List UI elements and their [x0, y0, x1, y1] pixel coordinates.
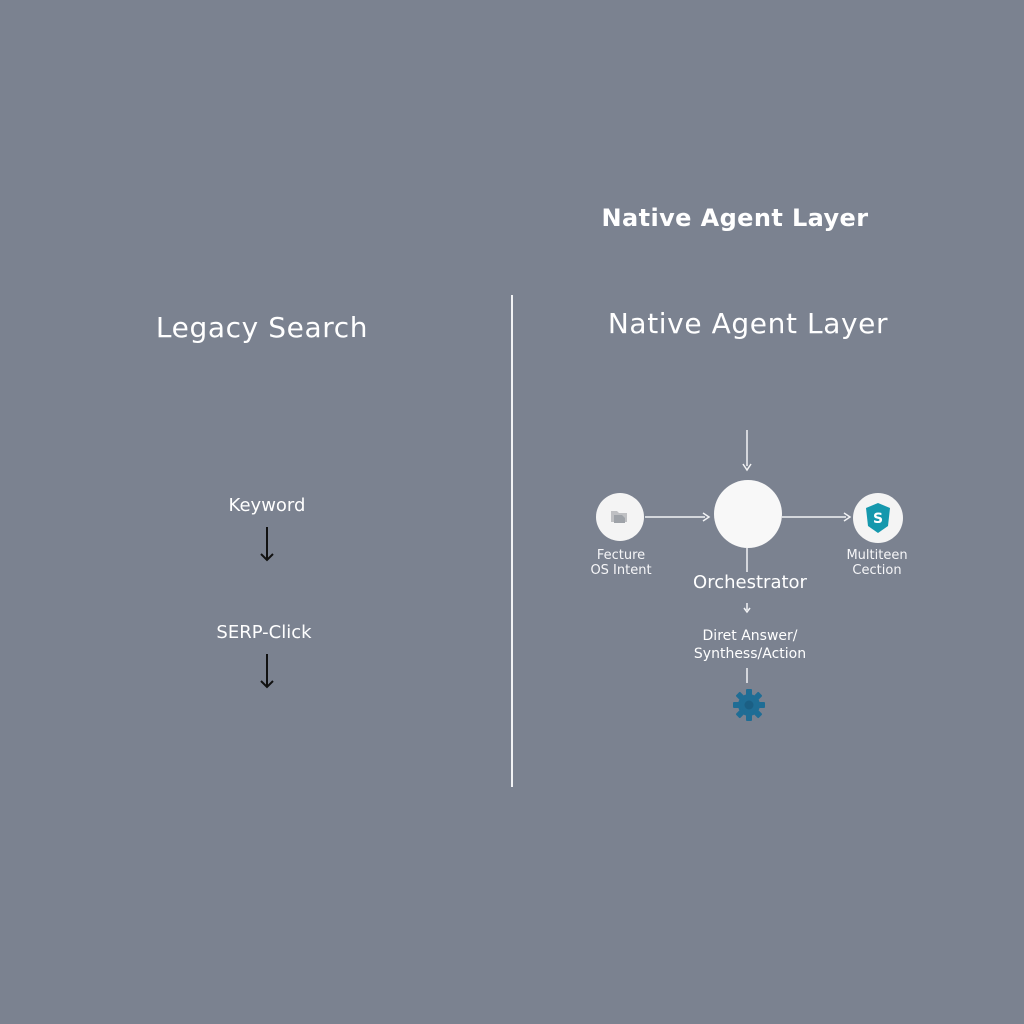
down-arrow-icon — [260, 527, 274, 562]
serp-click-label: SERP-Click — [216, 622, 312, 643]
svg-text:S: S — [873, 511, 883, 527]
document-icon — [611, 511, 627, 523]
page-title-top: Native Agent Layer — [601, 204, 869, 232]
multiteen-cection-label: Multiteen Cection — [846, 548, 908, 578]
shield-badge-icon: S — [866, 503, 890, 533]
feature-os-intent-label: Fecture OS Intent — [590, 548, 652, 578]
section-divider — [511, 295, 513, 787]
multiteen-cection-node: S — [853, 493, 903, 543]
gear-icon — [733, 689, 765, 721]
native-agent-layer-title: Native Agent Layer — [607, 307, 889, 340]
orchestrator-node — [714, 480, 782, 548]
down-arrow-icon — [260, 654, 274, 689]
keyword-label: Keyword — [228, 495, 306, 516]
orchestrator-label: Orchestrator — [693, 572, 807, 593]
feature-os-intent-node — [596, 493, 644, 541]
direct-answer-label: Diret Answer/ Synthess/Action — [693, 628, 807, 662]
legacy-search-title: Legacy Search — [155, 311, 369, 344]
